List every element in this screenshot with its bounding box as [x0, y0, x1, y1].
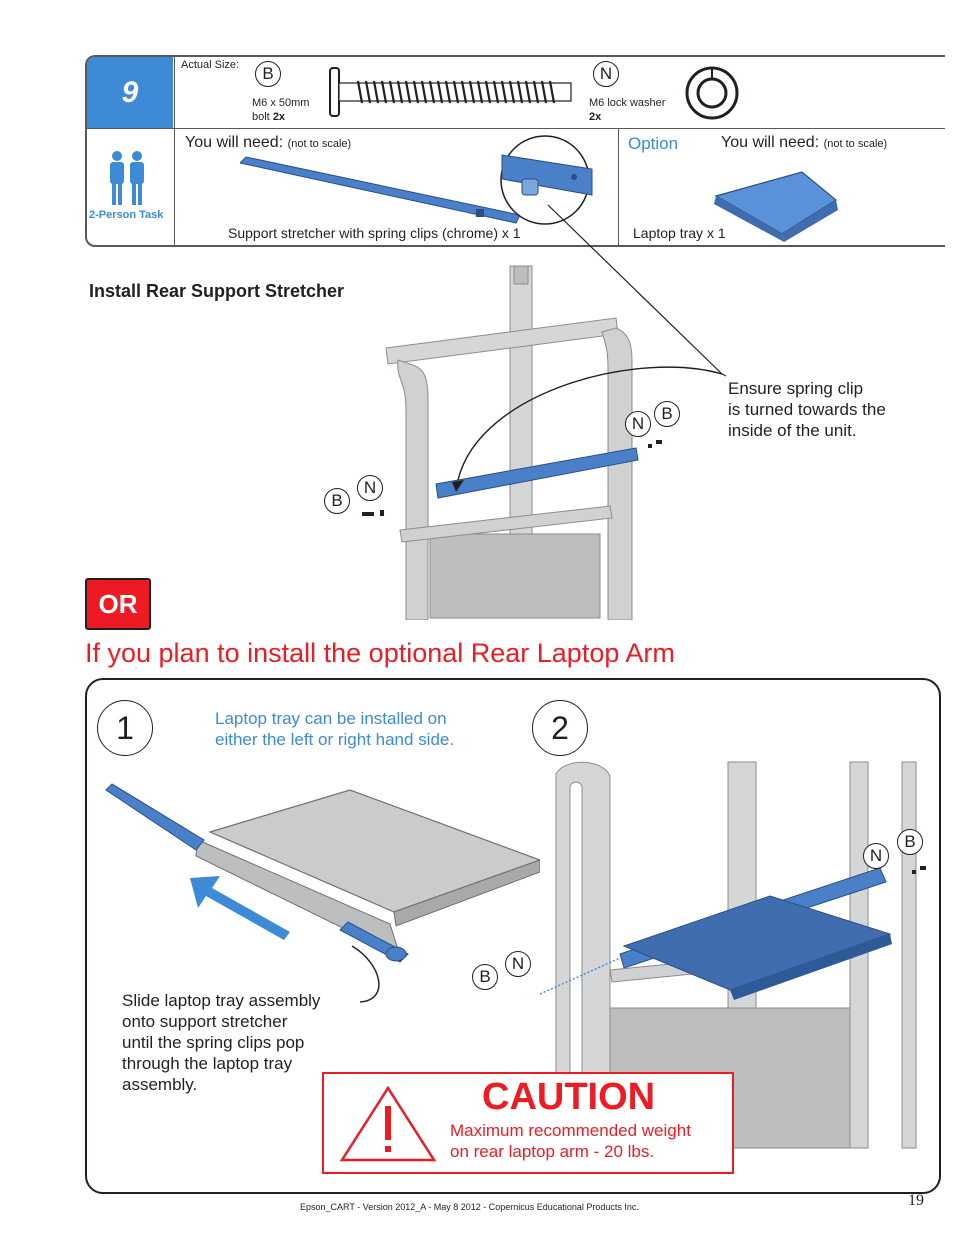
laptop-tray-illustration [714, 171, 838, 242]
slide-line: onto support stretcher [122, 1012, 288, 1031]
option-you-will-need: You will need: (not to scale) [721, 134, 887, 152]
blue-note-line: either the left or right hand side. [215, 730, 455, 749]
callout-n-panel-left: N [505, 951, 531, 977]
part-b-type: bolt [252, 111, 270, 123]
callout-letter: B [904, 832, 916, 851]
laptop-arm-panel [85, 678, 941, 1194]
lock-washer-icon [685, 66, 739, 120]
callout-letter: B [331, 491, 343, 510]
part-b-desc: M6 x 50mm bolt 2x [252, 96, 309, 124]
page-number: 19 [908, 1192, 924, 1209]
part-b-circle: B [255, 61, 281, 87]
spring-clip-note: Ensure spring clip is turned towards the… [728, 378, 886, 441]
part-n-letter: N [599, 64, 613, 83]
note-line: inside of the unit. [728, 421, 857, 440]
slide-line: through the laptop tray [122, 1054, 293, 1073]
callout-letter: N [631, 414, 645, 433]
stretcher-caption: Support stretcher with spring clips (chr… [228, 225, 521, 241]
bolt-icon [329, 67, 572, 117]
divider [618, 129, 619, 245]
option-you-will-need-label: You will need: [721, 134, 820, 151]
note-line: is turned towards the [728, 400, 886, 419]
callout-letter: N [869, 846, 883, 865]
part-b-size: M6 x 50mm [252, 97, 310, 109]
part-n-type: M6 lock washer [589, 97, 666, 109]
caution-title: CAUTION [482, 1076, 656, 1118]
step2-number: 2 [551, 709, 569, 746]
part-n-desc: M6 lock washer 2x [589, 96, 665, 124]
you-will-need-label: You will need: [185, 134, 284, 151]
divider [87, 128, 945, 129]
note-line: Ensure spring clip [728, 379, 864, 398]
stretcher-illustration [240, 135, 593, 225]
callout-b-left: B [324, 488, 350, 514]
divider [174, 57, 175, 245]
person-task-label: 2-Person Task [89, 209, 164, 221]
caution-line: on rear laptop arm - 20 lbs. [450, 1142, 655, 1161]
blue-note: Laptop tray can be installed on either t… [215, 708, 454, 750]
actual-size-label: Actual Size: [181, 59, 240, 71]
option-not-to-scale: (not to scale) [823, 138, 888, 150]
option-label: Option [628, 134, 679, 153]
caution-message: Maximum recommended weight on rear lapto… [450, 1120, 691, 1162]
slide-instructions: Slide laptop tray assembly onto support … [122, 990, 320, 1095]
step-number: 9 [87, 57, 173, 128]
step2-circle: 2 [532, 700, 588, 756]
blue-note-line: Laptop tray can be installed on [215, 709, 447, 728]
callout-n-left: N [357, 475, 383, 501]
callout-b-panel-left: B [472, 964, 498, 990]
two-person-icon [110, 151, 144, 205]
part-n-circle: N [593, 61, 619, 87]
step-box [85, 55, 945, 247]
not-to-scale-note: (not to scale) [287, 138, 352, 150]
callout-n-panel-right: N [863, 843, 889, 869]
slide-line: assembly. [122, 1075, 198, 1094]
callout-letter: B [479, 967, 491, 986]
section1-title: Install Rear Support Stretcher [89, 281, 345, 301]
rear-stretcher-diagram [362, 204, 727, 620]
caution-line: Maximum recommended weight [450, 1121, 691, 1140]
warning-triangle-icon [339, 1085, 437, 1162]
callout-letter: B [661, 404, 673, 423]
slide-line: until the spring clips pop [122, 1033, 305, 1052]
installed-tray-illustration [540, 761, 926, 1149]
callout-b-right: B [654, 401, 680, 427]
callout-n-right: N [625, 411, 651, 437]
step1-number: 1 [116, 709, 134, 746]
callout-letter: N [511, 954, 525, 973]
you-will-need-heading: You will need: (not to scale) [185, 134, 351, 152]
slide-line: Slide laptop tray assembly [122, 991, 321, 1010]
or-badge: OR [85, 578, 151, 630]
slide-tray-illustration [105, 783, 540, 1003]
part-n-qty: 2x [589, 111, 602, 123]
part-b-qty: 2x [272, 111, 286, 123]
step1-circle: 1 [97, 700, 153, 756]
callout-letter: N [363, 478, 377, 497]
section2-heading: If you plan to install the optional Rear… [85, 638, 675, 668]
laptop-caption: Laptop tray x 1 [633, 225, 726, 241]
callout-b-panel-right: B [897, 829, 923, 855]
footer-text: Epson_CART - Version 2012_A - May 8 2012… [300, 1202, 639, 1212]
part-b-letter: B [262, 64, 274, 83]
